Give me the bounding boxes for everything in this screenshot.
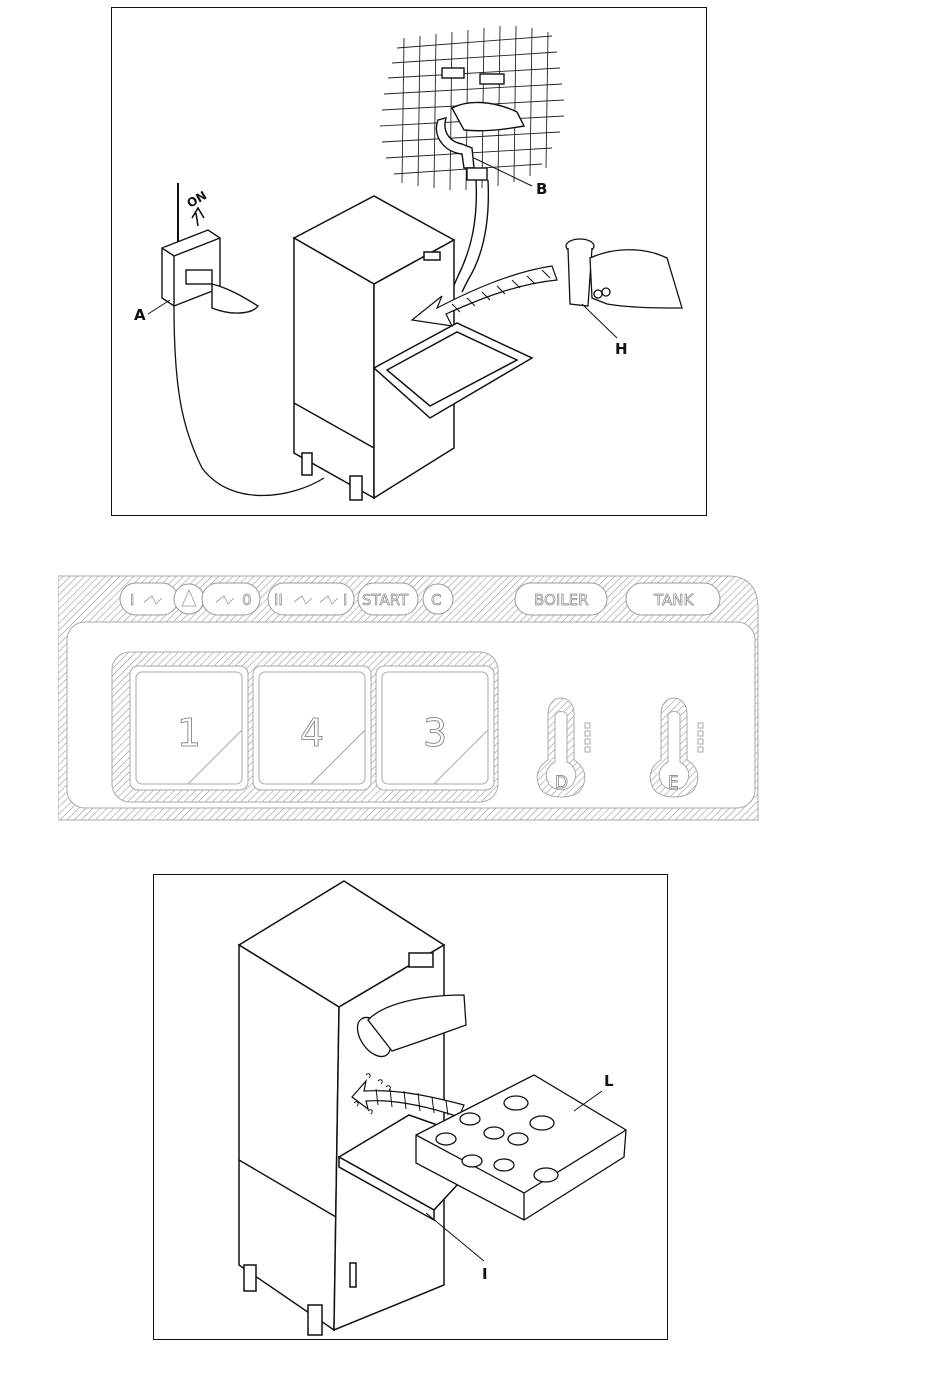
display-digit-2: 4 — [300, 711, 324, 755]
detergent-loading-figure: L I — [153, 874, 668, 1340]
indicator-e-label: E — [668, 773, 679, 793]
callout-l: L — [604, 1072, 614, 1090]
program-1-label: I — [130, 591, 134, 609]
water-hose — [452, 180, 488, 292]
hand-with-tube — [566, 239, 682, 308]
display-digit-1: 1 — [177, 711, 201, 755]
program-2b-label: I — [343, 591, 347, 609]
boiler-label: BOILER — [534, 591, 589, 609]
dishwasher-machine — [239, 881, 444, 1335]
callout-h-leader — [582, 304, 617, 338]
callout-i: I — [482, 1265, 488, 1283]
tank-label: TANK — [653, 591, 694, 609]
indicator-d-label: D — [555, 773, 568, 793]
callout-b: B — [536, 180, 547, 198]
installation-illustration: ON A B H — [112, 8, 706, 515]
callout-a: A — [134, 306, 146, 324]
installation-figure: ON A B H — [111, 7, 707, 516]
switch-on-label: ON — [185, 188, 210, 210]
water-tap — [436, 68, 524, 180]
detergent-illustration: L I — [154, 875, 667, 1339]
main-switch — [162, 183, 258, 313]
start-label: START — [362, 591, 409, 609]
program-0-label: 0 — [242, 591, 252, 609]
program-2-label: II — [274, 591, 283, 609]
c-label: C — [431, 591, 441, 609]
callout-a-leader — [148, 300, 170, 314]
program-1-button[interactable] — [120, 583, 178, 615]
callout-h: H — [615, 340, 628, 358]
alarm-button[interactable] — [174, 584, 204, 614]
control-panel: I 0 II I START C BOILER TANK 1 4 3 D E — [58, 574, 763, 822]
display-digit-3: 3 — [423, 711, 447, 755]
